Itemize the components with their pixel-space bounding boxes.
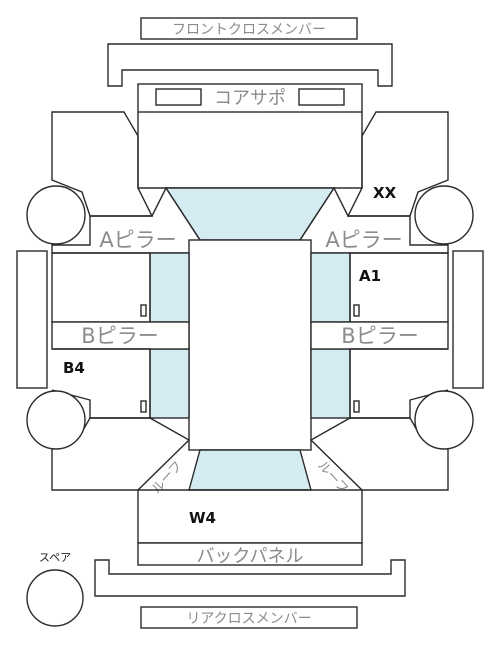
rear-door-right-handle: [353, 400, 360, 413]
trunk-outline[interactable]: [137, 489, 363, 544]
a-pillar-right-label: Aピラー: [325, 228, 402, 252]
front-wheel-left[interactable]: [26, 185, 86, 245]
marker-a1: A1: [359, 267, 381, 285]
front-cross-member-box[interactable]: [140, 17, 358, 40]
front-bumper-outline[interactable]: [107, 43, 393, 87]
rear-glass[interactable]: [188, 449, 312, 491]
front-wheel-right[interactable]: [414, 185, 474, 245]
side-step-left[interactable]: [16, 250, 48, 389]
side-glass-rear-right[interactable]: [310, 348, 351, 419]
rear-cross-member-box[interactable]: [140, 606, 358, 629]
rear-cross-member-label: リアクロスメンバー: [186, 611, 311, 627]
b-pillar-right-label: Bピラー: [341, 324, 418, 348]
core-support-label: コアサポ: [214, 88, 286, 109]
spare-label: スペア: [39, 551, 71, 564]
front-door-left-handle: [140, 304, 147, 317]
roof-left-label: ルーフ: [149, 458, 186, 496]
front-cross-member-label: フロントクロスメンバー: [172, 22, 326, 38]
rear-wheel-left[interactable]: [26, 390, 86, 450]
b-pillar-right-area[interactable]: [310, 321, 449, 350]
roof-panel[interactable]: [188, 239, 312, 451]
back-panel-box[interactable]: [137, 542, 363, 566]
back-panel-label: バックパネル: [196, 546, 303, 567]
rear-wheel-right[interactable]: [414, 390, 474, 450]
b-pillar-left-area[interactable]: [51, 321, 190, 350]
side-glass-front-left[interactable]: [149, 252, 190, 323]
marker-xx: XX: [373, 184, 397, 202]
windshield[interactable]: [164, 187, 336, 241]
a-pillar-left-label: Aピラー: [99, 228, 176, 252]
side-glass-front-right[interactable]: [310, 252, 351, 323]
side-glass-rear-left[interactable]: [149, 348, 190, 419]
marker-b4: B4: [63, 359, 85, 377]
rear-door-left-handle: [140, 400, 147, 413]
marker-w4: W4: [189, 509, 216, 527]
front-door-right[interactable]: [349, 252, 449, 323]
front-door-left[interactable]: [51, 252, 151, 323]
hood-outline[interactable]: [137, 112, 363, 189]
side-step-right[interactable]: [452, 250, 484, 389]
roof-right-label: ルーフ: [314, 458, 351, 496]
rear-bumper-outline[interactable]: [94, 559, 406, 597]
spare-tire[interactable]: [26, 569, 84, 627]
front-door-right-handle: [353, 304, 360, 317]
headlight-left[interactable]: [155, 88, 202, 106]
headlight-right[interactable]: [298, 88, 345, 106]
b-pillar-left-label: Bピラー: [81, 324, 158, 348]
